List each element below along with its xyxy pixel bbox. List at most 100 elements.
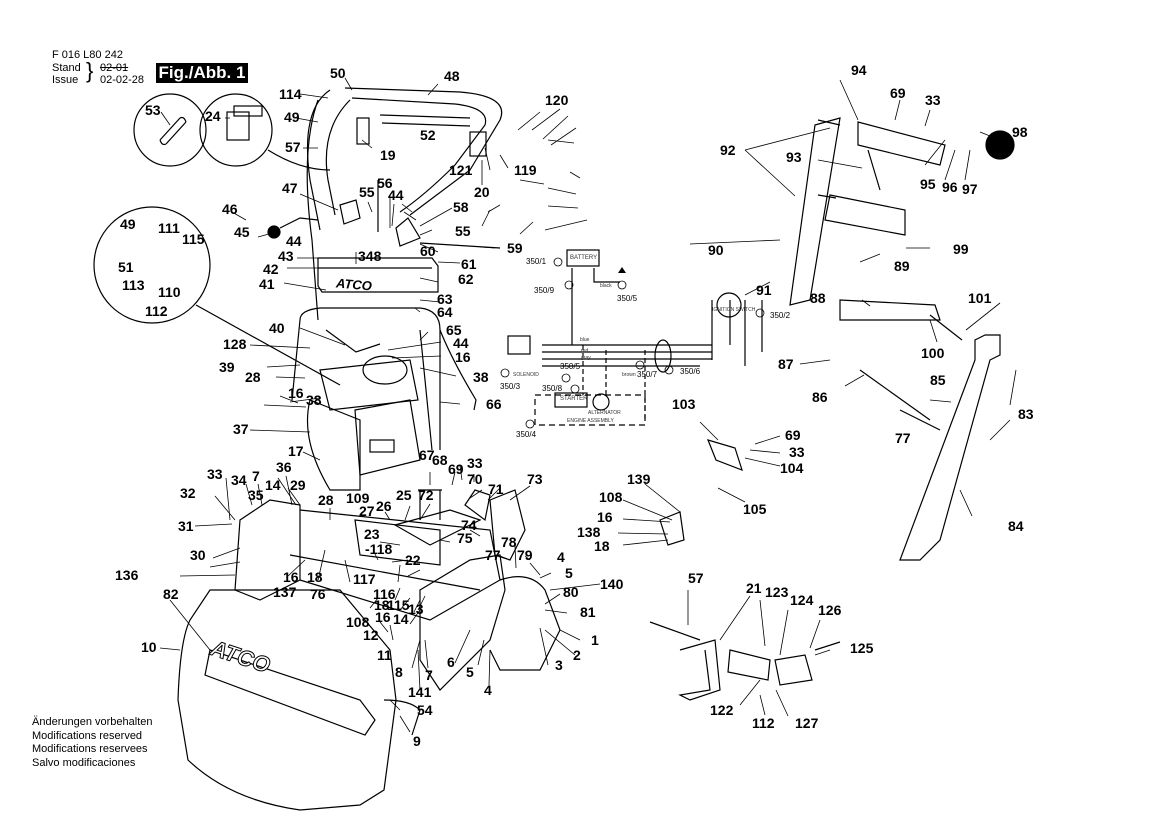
part-label-105: 105 [743,501,767,517]
part-label-69a: 69 [448,461,464,477]
part-label-88: 88 [810,290,826,306]
part-label-28b: 28 [318,492,334,508]
part-label-83: 83 [1018,406,1034,422]
part-label-25: 25 [396,487,412,503]
part-label-38b: 38 [306,392,322,408]
part-label-18b: 18 [374,597,390,613]
part-label-56: 56 [377,175,393,191]
part-label-81: 81 [580,604,596,620]
part-label-7b: 7 [425,667,433,683]
ref-350-5b: 350/5 [560,362,581,371]
part-label-74: 74 [461,517,477,533]
part-label-28a: 28 [245,369,261,385]
part-label-65: 65 [446,322,462,338]
part-label-66: 66 [486,396,502,412]
battery-label: BATTERY [570,255,598,261]
issue-date: 02-02-28 [100,74,145,86]
part-label-27: 27 [359,503,375,519]
part-label-99: 99 [953,241,969,257]
part-label-79: 79 [517,547,533,563]
part-label-94: 94 [851,62,867,78]
part-label-71: 71 [488,481,504,497]
part-label-67: 67 [419,447,435,463]
detail-circle-53 [133,93,207,167]
part-label-91: 91 [756,282,772,298]
part-label-18c: 18 [594,538,610,554]
part-label-96: 96 [942,179,958,195]
ignition-switch-label: IGNITION SWITCH [712,307,756,313]
wire-color-red: red [581,348,589,354]
part-label-118: -118 [365,541,393,557]
part-label-33a: 33 [467,455,483,471]
ref-350-5a: 350/5 [617,294,638,303]
part-label-52: 52 [420,127,436,143]
part-label-12: 12 [363,627,379,643]
footer-line-de: Änderungen vorbehalten [32,716,153,728]
part-label-76: 76 [310,586,326,602]
part-label-26: 26 [376,498,392,514]
footer-line-en: Modifications reserved [32,729,143,742]
part-label-60: 60 [420,243,436,259]
part-label-4a: 4 [557,549,565,565]
solenoid-label: SOLENOID [513,372,539,378]
ref-350-1: 350/1 [526,257,547,266]
part-label-57b: 57 [688,570,704,586]
part-label-33d: 33 [789,444,805,460]
part-label-139: 139 [627,471,651,487]
part-label-1: 1 [591,632,599,648]
part-label-62: 62 [458,271,474,287]
ref-350-6: 350/6 [680,367,701,376]
part-label-61: 61 [461,256,477,272]
part-label-2: 2 [573,647,581,663]
engine-assembly-label: ENGINE ASSEMBLY [567,418,614,424]
part-label-69b: 69 [890,85,906,101]
part-label-121: 121 [449,162,473,178]
part-label-140: 140 [600,576,624,592]
part-label-3: 3 [555,657,563,673]
part-label-73: 73 [527,471,543,487]
footer-line-es: Salvo modificaciones [32,756,136,769]
part-label-138: 138 [577,524,601,540]
ref-350-2: 350/2 [770,311,791,320]
part-label-92: 92 [720,142,736,158]
part-label-68: 68 [432,452,448,468]
part-label-55b: 55 [455,223,471,239]
alternator-label: ALTERNATOR [588,410,621,416]
part-label-23: 23 [364,526,380,542]
part-label-48: 48 [444,68,460,84]
part-label-29: 29 [290,477,306,493]
part-label-44c: 44 [453,335,469,351]
part-label-75: 75 [457,530,473,546]
stand-label: Stand [52,62,81,74]
part-label-20: 20 [474,184,490,200]
part-label-86: 86 [812,389,828,405]
part-label-116: 116 [373,586,396,602]
part-label-89: 89 [894,258,910,274]
part-label-16c: 16 [283,569,299,585]
part-label-58: 58 [453,199,469,215]
part-label-112a: 112 [752,715,775,731]
part-label-24: 24 [205,108,221,124]
footer-notes: Änderungen vorbehalten Modifications res… [32,716,152,770]
wire-color-blue: blue [580,337,590,343]
part-label-115b: 115 [182,231,205,247]
part-label-97: 97 [962,181,978,197]
part-label-6: 6 [447,654,455,670]
part-label-16e: 16 [597,509,613,525]
part-label-7a: 7 [252,468,260,484]
part-label-70: 70 [467,471,483,487]
part-label-45: 45 [234,224,250,240]
part-label-16a: 16 [455,349,471,365]
part-label-49b: 49 [120,216,136,232]
part-label-16d: 16 [375,609,391,625]
ref-350-9: 350/9 [534,286,555,295]
figure-label: Fig./Abb. 1 [156,63,248,83]
part-label-14b: 14 [393,611,409,627]
part-label-103: 103 [672,396,696,412]
part-label-122: 122 [710,702,734,718]
part-label-64: 64 [437,304,453,320]
footer-line-fr: Modifications reservees [32,743,148,755]
part-label-124: 124 [790,592,814,608]
part-label-98: 98 [1012,124,1028,140]
